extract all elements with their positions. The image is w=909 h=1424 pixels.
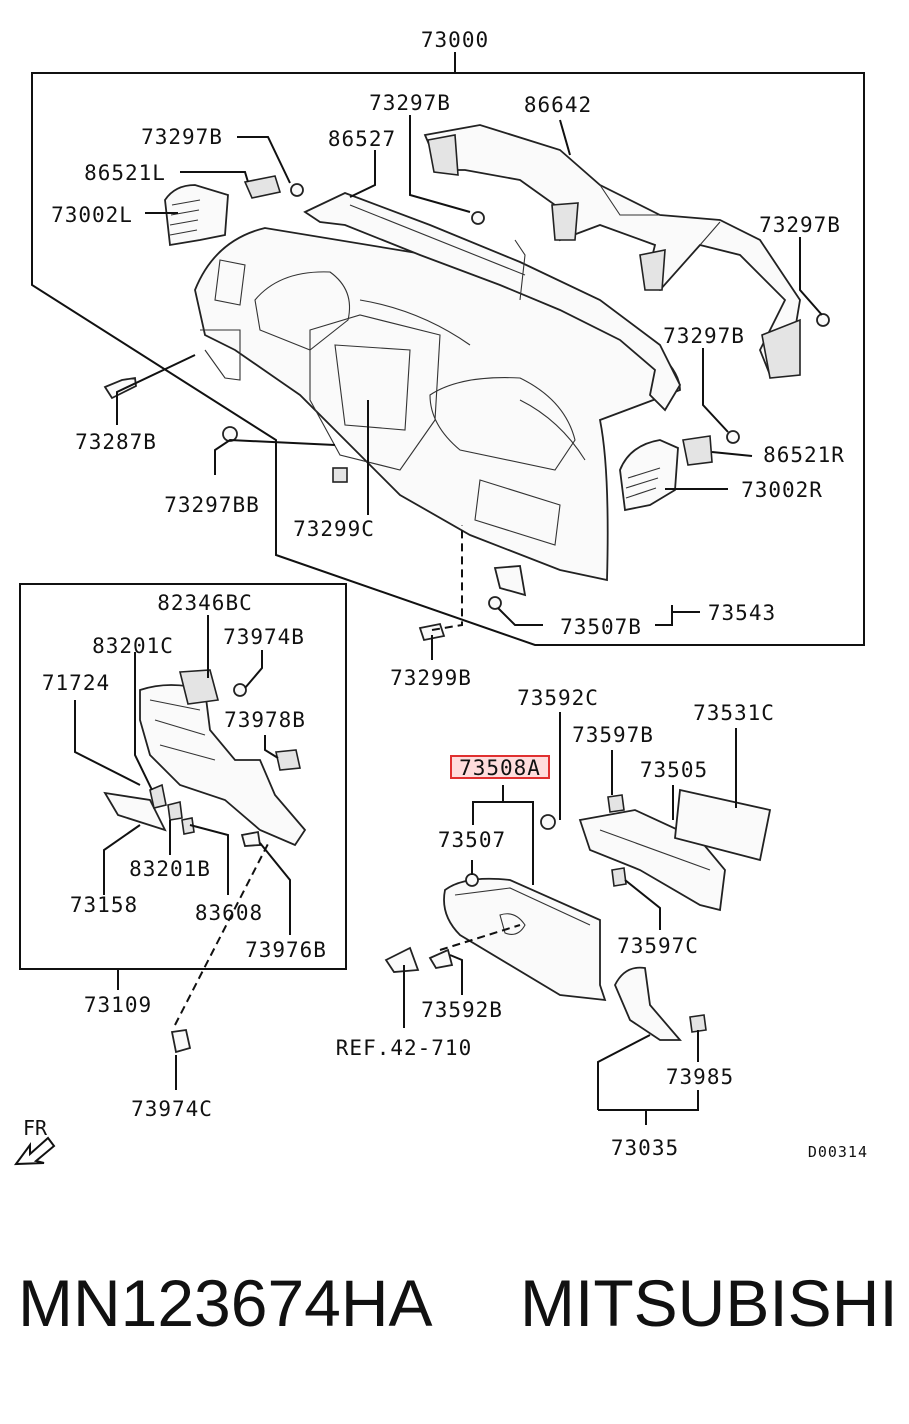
label-73505: 73505 (640, 758, 708, 782)
caption-part-number: MN123674HA (18, 1266, 433, 1340)
label-83201c: 83201C (92, 634, 174, 658)
label-73592b: 73592B (421, 998, 503, 1022)
label-73297b-mid: 73297B (663, 324, 745, 348)
caption-brand: MITSUBISHI (520, 1266, 898, 1340)
label-73543: 73543 (708, 601, 776, 625)
label-73287b: 73287B (75, 430, 157, 454)
label-73002r: 73002R (741, 478, 823, 502)
highlight-box (450, 755, 550, 779)
label-73985: 73985 (666, 1065, 734, 1089)
vent-73002r (619, 435, 713, 512)
label-73976b: 73976B (245, 938, 327, 962)
label-73531c: 73531C (693, 701, 775, 725)
label-73109: 73109 (84, 993, 152, 1017)
label-73508a: 73508A (459, 756, 541, 780)
instrument-panel-body (194, 227, 681, 582)
caption: MN123674HA MITSUBISHI (0, 1265, 909, 1375)
lower-panel-frame (19, 583, 347, 990)
fasteners (103, 183, 830, 642)
label-73592c: 73592C (517, 686, 599, 710)
label-73158: 73158 (70, 893, 138, 917)
label-73297b-top: 73297B (369, 91, 451, 115)
leader-lines (74, 115, 823, 1125)
label-73507b: 73507B (560, 615, 642, 639)
label-73035: 73035 (611, 1136, 679, 1160)
label-73297b-right: 73297B (759, 213, 841, 237)
lower-panel-parts (103, 669, 307, 1054)
label-73597c: 73597C (617, 934, 699, 958)
label-73000: 73000 (421, 28, 489, 52)
label-86521l: 86521L (84, 161, 166, 185)
label-73297bb: 73297BB (164, 493, 260, 517)
label-73974b: 73974B (223, 625, 305, 649)
label-73978b: 73978B (224, 708, 306, 732)
parts-diagram: 73000 73297B 86642 73297B 86527 86521L 7… (13, 28, 868, 1166)
label-83201b: 83201B (129, 857, 211, 881)
label-73299b: 73299B (390, 666, 472, 690)
label-86521r: 86521R (763, 443, 845, 467)
label-73597b: 73597B (572, 723, 654, 747)
label-83608: 83608 (195, 901, 263, 925)
duct-86642 (423, 124, 801, 379)
label-86527: 86527 (328, 127, 396, 151)
front-direction-icon (13, 1136, 56, 1166)
label-73299c: 73299C (293, 517, 375, 541)
label-71724: 71724 (42, 671, 110, 695)
label-82346bc: 82346BC (157, 591, 253, 615)
label-fr: FR (23, 1116, 48, 1140)
label-ref-42-710: REF.42-710 (336, 1036, 472, 1060)
glove-box-parts (384, 788, 772, 1041)
main-assembly-frame (31, 52, 865, 646)
vent-73002l (164, 175, 282, 247)
label-diagram-code: D00314 (808, 1143, 868, 1161)
label-73974c: 73974C (131, 1097, 213, 1121)
label-86642: 86642 (524, 93, 592, 117)
label-73507: 73507 (438, 828, 506, 852)
label-73297b-left: 73297B (141, 125, 223, 149)
label-73002l: 73002L (51, 203, 133, 227)
bracket-86527 (303, 192, 682, 412)
